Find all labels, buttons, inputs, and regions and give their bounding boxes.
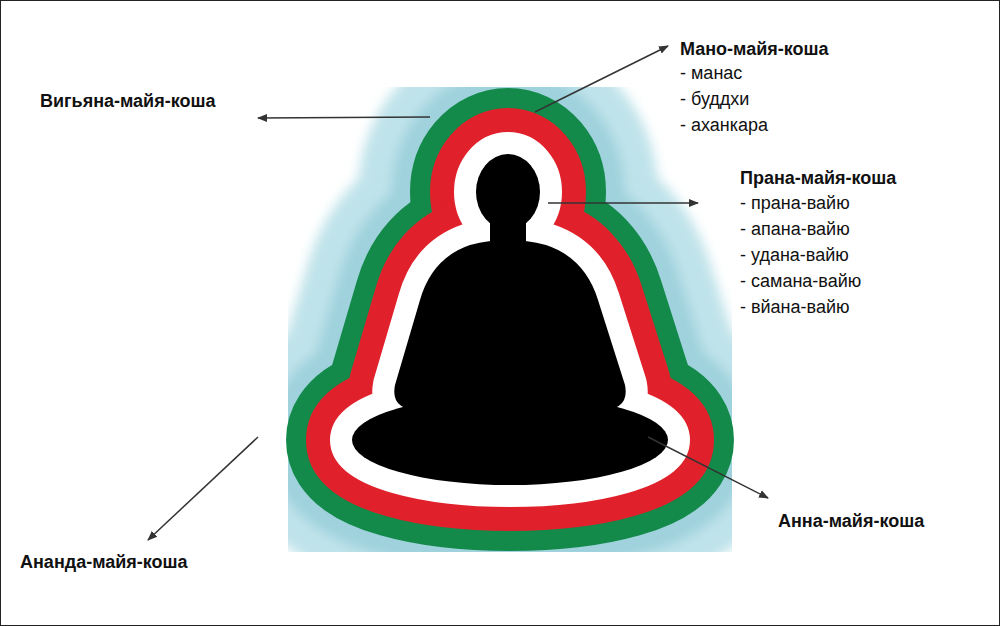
leader-line <box>148 437 258 540</box>
kosha-name: Прана-майя-коша <box>740 167 896 189</box>
kosha-name: Анна-майя-коша <box>778 510 924 532</box>
leader-line <box>648 437 768 498</box>
kosha-component: - удана-вайю <box>740 244 849 266</box>
leader-line <box>548 202 698 204</box>
kosha-component: - прана-вайю <box>740 192 850 214</box>
leader-line <box>535 46 668 112</box>
kosha-name: Ананда-майя-коша <box>20 551 188 573</box>
kosha-component: - апана-вайю <box>740 218 850 240</box>
kosha-component: - манас <box>680 62 742 84</box>
kosha-component: - вйана-вайю <box>740 296 850 318</box>
kosha-name: Мано-майя-коша <box>680 38 829 60</box>
leader-line <box>258 117 430 118</box>
kosha-component: - самана-вайю <box>740 270 861 292</box>
kosha-component: - буддхи <box>680 88 749 110</box>
kosha-name: Вигьяна-майя-коша <box>40 90 215 112</box>
kosha-component: - аханкара <box>680 114 768 136</box>
